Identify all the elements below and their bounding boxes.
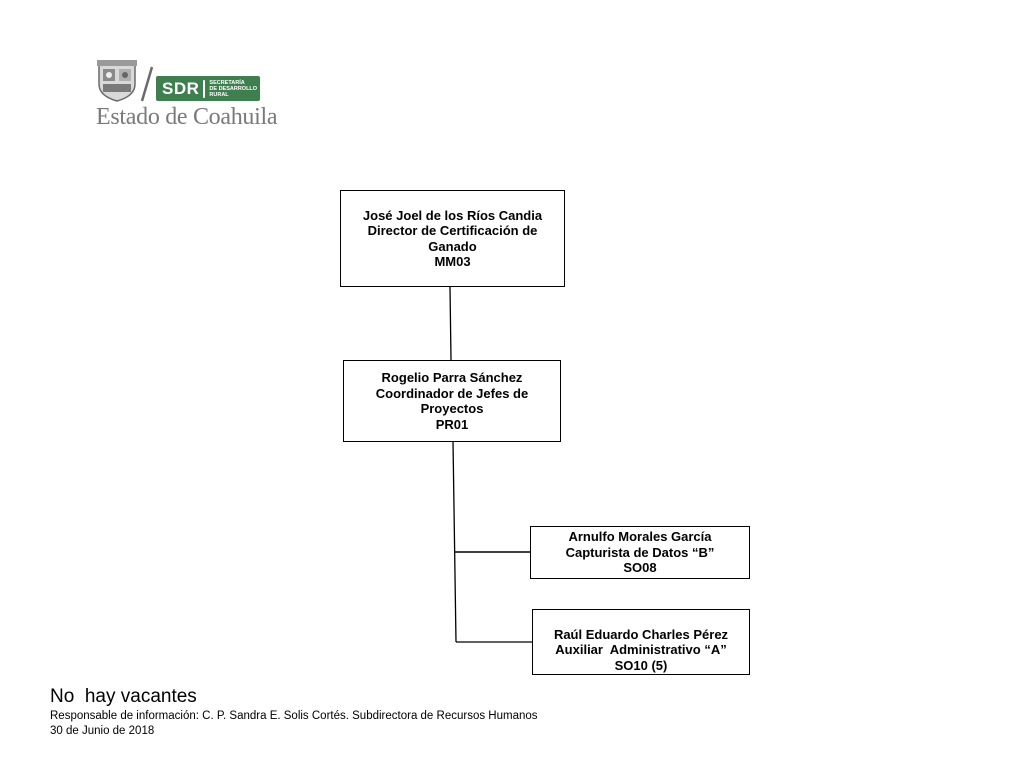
node-code: MM03 [434,254,471,269]
edge-director-coordinator [449,286,452,361]
node-title: Director de Certificación de Ganado [367,223,538,254]
node-name: Rogelio Parra Sánchez [381,370,523,385]
sdr-divider [203,79,206,98]
responsible-note: Responsable de información: C. P. Sandra… [50,710,538,722]
sdr-coahuila-logo: SDR SECRETARÍA DE DESARROLLO RURAL Estad… [96,58,278,130]
node-code: PR01 [435,416,469,432]
node-name: José Joel de los Ríos Candia [362,207,543,223]
edge-coordinator-trunk [452,440,457,643]
divider-slash [140,66,154,102]
node-title: Auxiliar Administrativo “A” [555,642,727,657]
state-name: Estado de Coahuila [96,104,278,130]
node-code: SO08 [623,560,657,576]
node-title: Capturista de Datos “B” [565,544,715,560]
node-title: Coordinador de Jefes de Proyectos [375,385,529,417]
vacancies-note: No hay vacantes [50,686,197,707]
org-node-auxiliar: Raúl Eduardo Charles Pérez Auxiliar Admi… [532,609,750,675]
node-name: Raúl Eduardo Charles Pérez [553,626,729,642]
node-code: SO10 (5) [614,657,668,673]
org-node-coordinator: Rogelio Parra Sánchez Coordinador de Jef… [343,360,561,442]
org-node-capturista: Arnulfo Morales García Capturista de Dat… [530,526,750,579]
node-name: Arnulfo Morales García [568,529,712,545]
coat-of-arms-icon [97,60,137,102]
sdr-acronym: SDR [162,78,200,98]
sdr-full-name: SECRETARÍA DE DESARROLLO RURAL [209,79,258,98]
date-note: 30 de Junio de 2018 [50,725,155,737]
org-node-director: José Joel de los Ríos Candia Director de… [340,190,565,287]
sdr-badge: SDR SECRETARÍA DE DESARROLLO RURAL [156,76,260,101]
